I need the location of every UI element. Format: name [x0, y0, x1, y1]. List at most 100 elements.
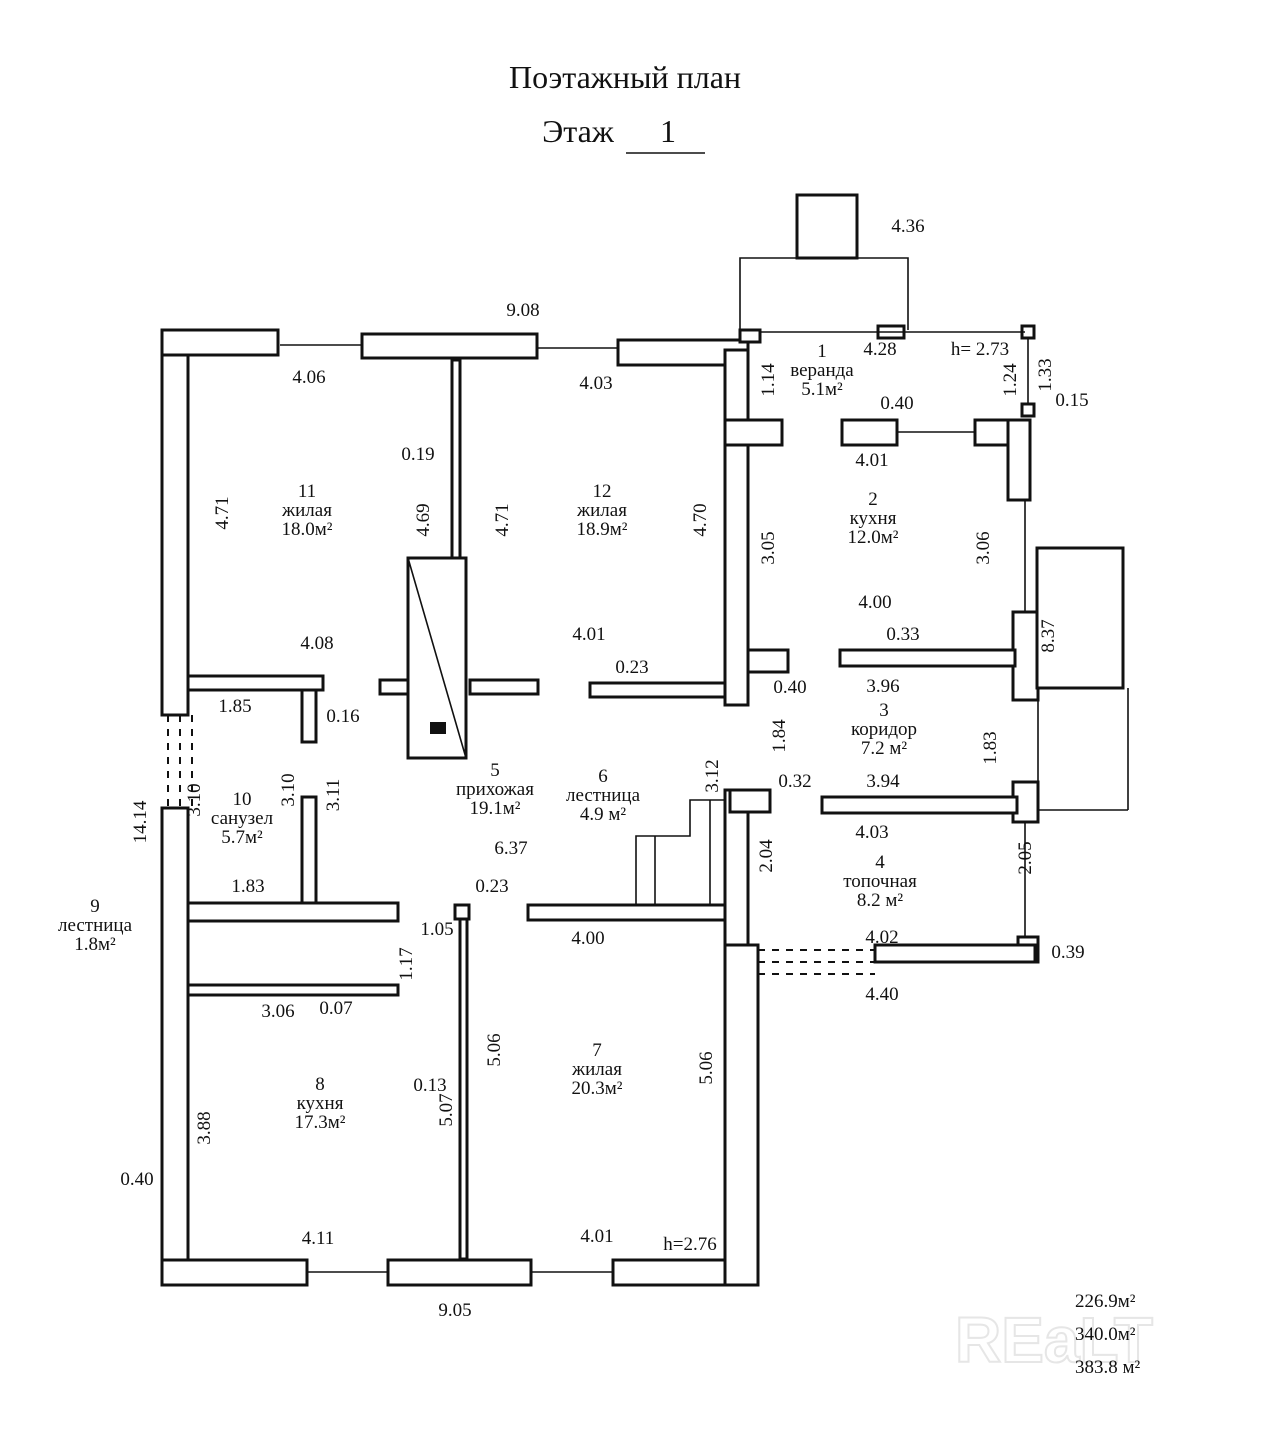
room-number: 4	[875, 852, 885, 873]
floor-label: Этаж	[542, 113, 615, 149]
dimension-label: 4.00	[858, 592, 891, 613]
dimension-label: 4.40	[865, 984, 898, 1005]
area-totals: 226.9м² 340.0м² 383.8 м²	[1075, 1291, 1141, 1378]
dimension-label: 4.01	[572, 624, 605, 645]
dimension-label: 1.83	[980, 731, 1001, 764]
dimension-label: 4.70	[690, 503, 711, 536]
dimension-label: 4.02	[865, 927, 898, 948]
room-number: 8	[315, 1074, 325, 1095]
dimension-label: 3.06	[261, 1001, 294, 1022]
dimension-label: 0.40	[120, 1169, 153, 1190]
dimension-label: 1.83	[231, 876, 264, 897]
room-area: 5.7м²	[221, 827, 263, 848]
dimension-label: 3.10	[278, 773, 299, 806]
plan-title: Поэтажный план	[509, 59, 741, 95]
dimension-label: 1.17	[396, 947, 417, 980]
dimension-label: 0.23	[615, 657, 648, 678]
dimension-label: 4.28	[863, 339, 896, 360]
dimension-label: 2.04	[756, 839, 777, 873]
room-name: лестница	[566, 785, 641, 806]
room-area: 18.0м²	[282, 519, 333, 540]
dimension-label: 3.06	[973, 531, 994, 564]
floor-number: 1	[660, 113, 676, 149]
room-number: 6	[598, 766, 608, 787]
dimension-label: 0.16	[326, 706, 359, 727]
dimension-label: 3.96	[866, 676, 899, 697]
dimension-label: 0.19	[401, 444, 434, 465]
area-total: 340.0м²	[1075, 1324, 1136, 1345]
room-number: 5	[490, 760, 500, 781]
room-area: 7.2 м²	[861, 738, 908, 759]
room-name: кухня	[297, 1093, 344, 1114]
dimension-label: 1.85	[218, 696, 251, 717]
room-name: топочная	[843, 871, 917, 892]
dimension-label: 1.24	[1000, 363, 1021, 397]
area-total: 226.9м²	[1075, 1291, 1136, 1312]
dimension-label: 0.15	[1055, 390, 1088, 411]
dimension-label: 4.03	[855, 822, 888, 843]
room-number: 1	[817, 341, 827, 362]
room-name: жилая	[576, 500, 627, 521]
dimension-label: 0.13	[413, 1075, 446, 1096]
dimension-label: 6.37	[494, 838, 527, 859]
dimension-label: 0.40	[880, 393, 913, 414]
dimension-label: 0.23	[475, 876, 508, 897]
room-area: 4.9 м²	[580, 804, 627, 825]
dimension-label: 5.06	[484, 1033, 505, 1066]
room-area: 19.1м²	[470, 798, 521, 819]
dimension-label: 1.84	[769, 719, 790, 753]
room-number: 9	[90, 896, 100, 917]
room-number: 10	[233, 789, 252, 810]
dimension-label: h= 2.73	[951, 339, 1009, 360]
dimension-label: 0.40	[773, 677, 806, 698]
area-total: 383.8 м²	[1075, 1357, 1141, 1378]
dimension-label: 4.69	[413, 503, 434, 536]
dimension-label: 9.08	[506, 300, 539, 321]
dimension-label: 4.71	[492, 503, 513, 536]
room-number: 11	[298, 481, 316, 502]
dimension-label: 4.11	[302, 1228, 335, 1249]
dimension-label: 14.14	[130, 800, 151, 843]
dimension-label: 3.11	[323, 779, 344, 812]
dimension-label: 3.05	[758, 531, 779, 564]
room-name: лестница	[58, 915, 133, 936]
room-area: 12.0м²	[848, 527, 899, 548]
dimension-label: 0.07	[319, 998, 352, 1019]
dimension-label: h=2.76	[663, 1234, 716, 1255]
dimension-label: 0.39	[1051, 942, 1084, 963]
room-area: 20.3м²	[572, 1078, 623, 1099]
room-number: 2	[868, 489, 878, 510]
dimension-label: 4.36	[891, 216, 924, 237]
watermark-logo: REaLT	[955, 1304, 1153, 1376]
room-area: 18.9м²	[577, 519, 628, 540]
dimension-label: 0.32	[778, 771, 811, 792]
dimension-label: 4.00	[571, 928, 604, 949]
walls	[160, 193, 1129, 1287]
dimension-label: 4.03	[579, 373, 612, 394]
room-number: 12	[593, 481, 612, 502]
dimension-label: 1.14	[758, 363, 779, 397]
dimension-label: 4.71	[212, 496, 233, 529]
room-name: коридор	[851, 719, 917, 740]
room-name: санузел	[211, 808, 274, 829]
dimension-label: 3.12	[702, 759, 723, 792]
room-area: 8.2 м²	[857, 890, 904, 911]
room-name: кухня	[850, 508, 897, 529]
room-name: веранда	[790, 360, 854, 381]
dimension-label: 4.06	[292, 367, 325, 388]
dimension-label: 4.08	[300, 633, 333, 654]
dimension-label: 0.33	[886, 624, 919, 645]
room-area: 17.3м²	[295, 1112, 346, 1133]
room-number: 3	[879, 700, 889, 721]
dimension-label: 5.07	[436, 1093, 457, 1126]
dimension-label: 4.01	[580, 1226, 613, 1247]
room-area: 1.8м²	[74, 934, 116, 955]
room-name: жилая	[571, 1059, 622, 1080]
room-number: 7	[592, 1040, 602, 1061]
room-name: прихожая	[456, 779, 534, 800]
dimension-label: 4.01	[855, 450, 888, 471]
room-area: 5.1м²	[801, 379, 843, 400]
